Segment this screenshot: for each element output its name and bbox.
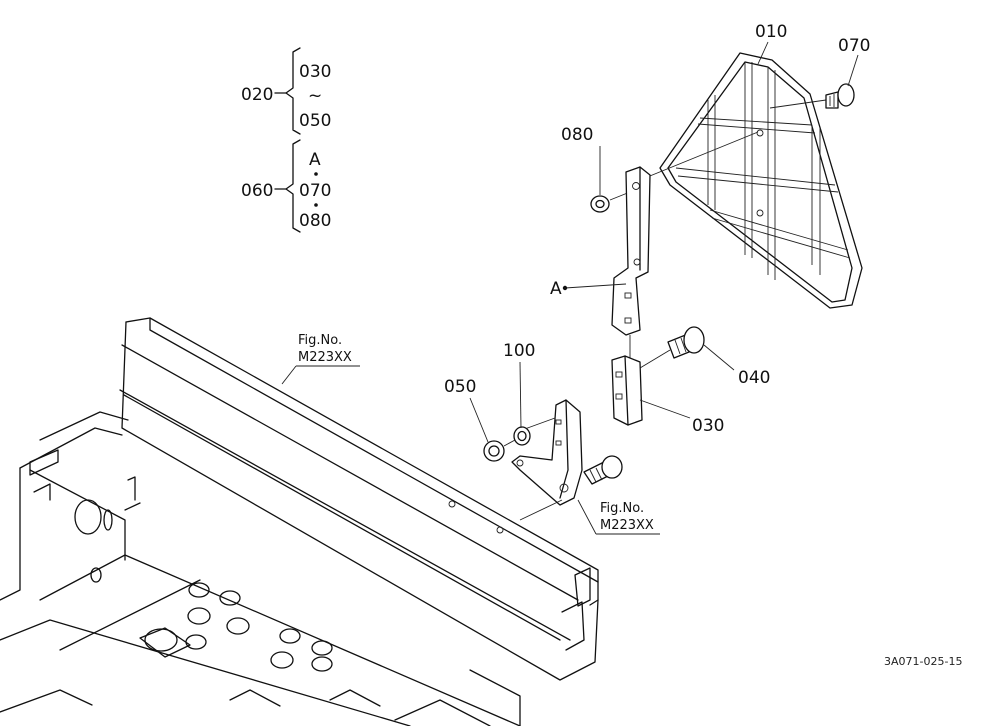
callout-080: 080 (561, 125, 593, 145)
callout-010: 010 (755, 22, 787, 42)
callout-100: 100 (503, 341, 535, 361)
legend-marker-a: A (309, 150, 321, 170)
legend-tilde: ~ (308, 86, 322, 106)
bolt-lower (583, 455, 623, 485)
legend-group: 020 030 ~ 050 A 060 070 080 (241, 47, 331, 233)
callout-040: 040 (738, 368, 770, 388)
frame-assembly (0, 317, 599, 726)
lower-bracket (511, 399, 583, 521)
nut-080 (590, 191, 631, 213)
bolt-040 (639, 326, 735, 371)
washer-100 (513, 426, 531, 446)
bolt-070 (769, 83, 855, 109)
callout-070: 070 (838, 36, 870, 56)
nut-050 (483, 439, 516, 462)
legend-bracket-060 (285, 139, 301, 233)
legend-030: 030 (299, 62, 331, 82)
fig-ref-1-line1: Fig.No. (298, 333, 342, 348)
legend-060: 060 (241, 181, 273, 201)
reflector-010 (639, 52, 863, 309)
bracket-a (562, 166, 651, 360)
callout-050: 050 (444, 377, 476, 397)
drawing-code: 3A071-025-15 (884, 655, 962, 668)
fig-ref-2-line2: M223XX (600, 518, 654, 533)
legend-080: 080 (299, 211, 331, 231)
legend-bracket-020 (285, 47, 301, 135)
callout-a: A (550, 279, 562, 299)
legend-070: 070 (299, 181, 331, 201)
fig-ref-1-line2: M223XX (298, 350, 352, 365)
fig-ref-2-line1: Fig.No. (600, 501, 644, 516)
bracket-030 (611, 355, 691, 426)
callout-030: 030 (692, 416, 724, 436)
legend-020: 020 (241, 85, 273, 105)
legend-050: 050 (299, 111, 331, 131)
